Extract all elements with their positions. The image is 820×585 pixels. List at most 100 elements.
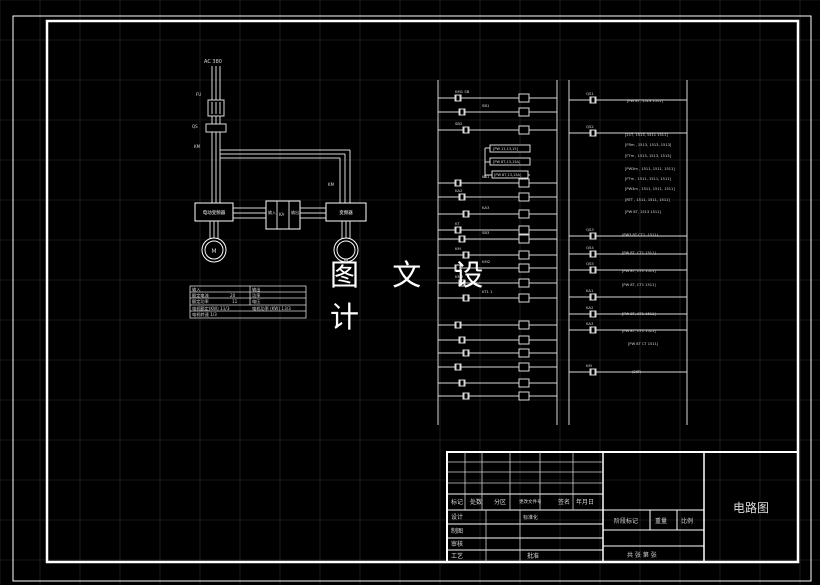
contact-symbol bbox=[458, 279, 466, 287]
tb-change-doc: 更改文件号 bbox=[519, 498, 542, 505]
contact-symbol bbox=[454, 363, 462, 371]
tb-weight: 重量 bbox=[655, 517, 667, 525]
coil-symbol bbox=[518, 125, 530, 135]
coil-symbol bbox=[518, 107, 530, 117]
contact-symbol bbox=[454, 94, 462, 102]
power-scheme: AC 380 FU QS KM KM 电动变频器 变频器 输入 KA 输出 bbox=[192, 59, 367, 265]
ladder-right-label: KA3 bbox=[586, 321, 594, 326]
contactor-label: KM bbox=[194, 144, 201, 149]
ladder-left-label: KA2 bbox=[455, 188, 463, 193]
coil-symbol bbox=[518, 93, 530, 103]
module-ka-label: KA bbox=[279, 212, 285, 217]
svg-text:[PW 8T, CT1 1511]: [PW 8T, CT1 1511] bbox=[622, 312, 656, 316]
ladder-right-label: KM bbox=[586, 363, 592, 368]
tb-mark: 标记 bbox=[451, 498, 463, 506]
contact-symbol bbox=[454, 226, 462, 234]
contact-symbol bbox=[589, 310, 597, 318]
param-r2c0: 额定功率 bbox=[192, 298, 209, 305]
svg-text:[PW 8T CT 1511]: [PW 8T CT 1511] bbox=[628, 342, 659, 346]
coil-symbol bbox=[518, 192, 530, 202]
svg-text:[PW 8T, 1513 1511]: [PW 8T, 1513 1511] bbox=[627, 99, 663, 103]
control-ladder-left: [PW 11,13,15] [PW 8T,13,15A] [PW 8T,13,1… bbox=[437, 80, 558, 425]
coil-symbol bbox=[518, 178, 530, 188]
tb-count: 处数 bbox=[470, 498, 482, 506]
svg-text:[PW 8T, CT1 1511]: [PW 8T, CT1 1511] bbox=[622, 251, 656, 255]
tb-zone: 分区 bbox=[494, 498, 506, 506]
coil-symbol bbox=[518, 250, 530, 260]
title-block-text: 标记 处数 分区 更改文件号 签名 年月日 设计 标准化 制图 审核 工艺 批准… bbox=[451, 498, 769, 560]
tb-scale: 比例 bbox=[681, 517, 693, 525]
contact-symbol bbox=[458, 108, 466, 116]
ladder-right-label: QS5 bbox=[586, 261, 594, 266]
tb-draw: 制图 bbox=[451, 527, 463, 535]
contact-symbol bbox=[589, 293, 597, 301]
coil-symbol bbox=[518, 335, 530, 345]
param-r1c2: 功率 bbox=[252, 292, 260, 299]
contact-symbol bbox=[462, 392, 470, 400]
ladder-right-label: QS4 bbox=[586, 245, 594, 250]
ladder-ref-2: [PW 8T,13,15A] bbox=[493, 160, 521, 164]
converter-label: 变频器 bbox=[339, 209, 353, 216]
contact-symbol bbox=[462, 251, 470, 259]
contactor-label-right: KM bbox=[328, 182, 335, 187]
contact-symbol bbox=[589, 368, 597, 376]
ladder-ref-1: [PW 11,13,15] bbox=[493, 147, 519, 151]
coil-symbol bbox=[518, 225, 530, 235]
param-r3c0: 电机额定(KW) 11/3 bbox=[192, 305, 230, 312]
coil-symbol bbox=[518, 320, 530, 330]
contact-symbol bbox=[458, 193, 466, 201]
contact-symbol bbox=[589, 250, 597, 258]
contact-symbol bbox=[454, 264, 462, 272]
tb-sheet: 共 张 第 张 bbox=[627, 551, 657, 559]
interface-module bbox=[265, 200, 301, 230]
param-r3c1: 电机功率 (KW) 13/3 bbox=[252, 305, 291, 312]
breaker-block bbox=[205, 123, 227, 133]
tb-process: 工艺 bbox=[451, 552, 463, 560]
contact-symbol bbox=[458, 336, 466, 344]
contact-symbol bbox=[454, 179, 462, 187]
contact-symbol bbox=[589, 326, 597, 334]
coil-symbol bbox=[518, 293, 530, 303]
title-block bbox=[446, 451, 799, 563]
contact-symbol bbox=[589, 232, 597, 240]
svg-text:[PW 8T, CT1 1511]: [PW 8T, CT1 1511] bbox=[622, 329, 656, 333]
contact-symbol bbox=[462, 126, 470, 134]
tb-standard: 标准化 bbox=[523, 514, 538, 521]
coil-symbol bbox=[518, 234, 530, 244]
tb-stage-mark: 阶段标记 bbox=[614, 517, 638, 525]
inverter-label: 电动变频器 bbox=[203, 209, 226, 216]
outer-frame bbox=[12, 15, 812, 582]
ladder-left-label: KT1 1 bbox=[482, 289, 493, 294]
contact-symbol bbox=[462, 294, 470, 302]
ladder-left-label: KT bbox=[455, 221, 460, 226]
svg-text:[RTT , 1511, 1511, 1511]: [RTT , 1511, 1511, 1511] bbox=[625, 198, 670, 202]
watermark-text: 图 文 设 计 bbox=[330, 258, 496, 334]
ladder-ref-3: [PW 8T,13,15A] bbox=[494, 173, 522, 177]
param-r2c2: 电压 bbox=[252, 298, 260, 305]
contact-symbol bbox=[454, 321, 462, 329]
svg-text:[FRm , 1513, 1513, 1513]: [FRm , 1513, 1513, 1513] bbox=[625, 143, 672, 147]
motor-right-label: M bbox=[343, 258, 348, 265]
supply-label: AC 380 bbox=[204, 59, 222, 65]
svg-text:[PW 8T, CT1 1511]: [PW 8T, CT1 1511] bbox=[622, 283, 656, 287]
tb-sign: 签名 bbox=[558, 498, 570, 506]
switch-label: QS bbox=[192, 124, 198, 129]
param-r2c1: 11 bbox=[232, 299, 238, 304]
tb-approve: 批准 bbox=[527, 552, 539, 560]
param-r1c1: 20 bbox=[230, 293, 236, 298]
svg-text:(SKT): (SKT) bbox=[632, 370, 642, 374]
svg-text:[PW3m , 1511, 1511, 1511]: [PW3m , 1511, 1511, 1511] bbox=[625, 167, 675, 171]
coil-symbol bbox=[518, 263, 530, 273]
ladder-left-label: SB2 bbox=[455, 121, 463, 126]
svg-text:[FTm , 1511, 1511, 1511]: [FTm , 1511, 1511, 1511] bbox=[625, 177, 672, 181]
ladder-left-label: KA1 bbox=[482, 174, 490, 179]
param-r1c0: 额定电流 bbox=[192, 292, 210, 299]
coil-symbol bbox=[518, 378, 530, 388]
svg-text:[PW 8T, 1513 1511]: [PW 8T, 1513 1511] bbox=[625, 210, 661, 214]
coil-symbol bbox=[518, 278, 530, 288]
ladder-left-label: KM1 SB bbox=[455, 89, 470, 94]
tb-date: 年月日 bbox=[576, 498, 594, 506]
motor-left-label: M bbox=[211, 248, 216, 255]
